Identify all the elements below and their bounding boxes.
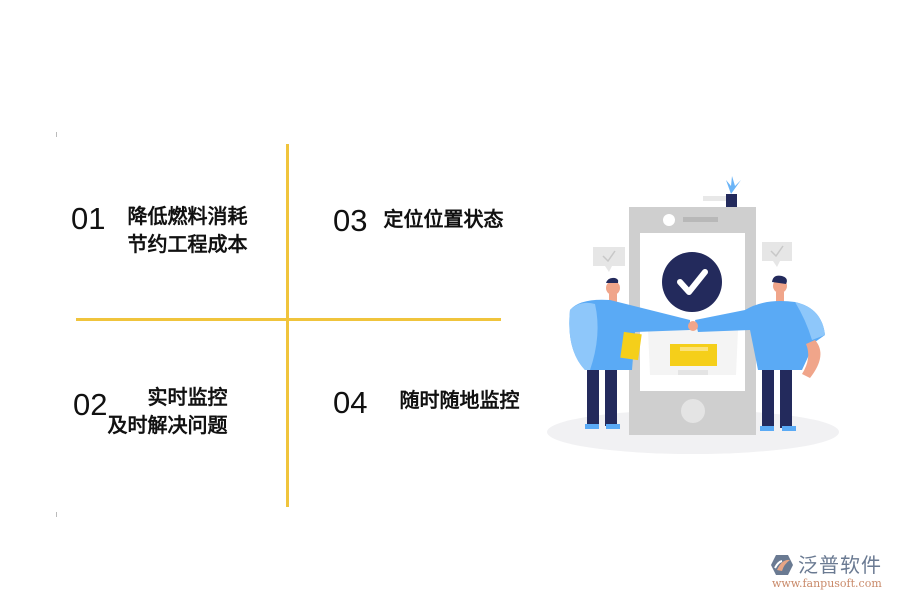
feature-line: 节约工程成本 (127, 232, 248, 256)
feature-02: 02 实时监控 及时解决问题 (73, 383, 228, 439)
feature-label: 随时随地监控 (399, 386, 519, 414)
teamwork-illustration (540, 170, 860, 470)
person-right (688, 275, 825, 431)
feature-04: 04 随时随地监控 (333, 386, 519, 420)
speech-bubble-check-icon (593, 247, 625, 272)
divider-horizontal (76, 318, 501, 321)
edge-mark-bottom (56, 512, 57, 517)
feature-number: 02 (73, 387, 108, 422)
logo-name: 泛普软件 (798, 553, 882, 577)
divider-vertical (286, 144, 289, 507)
speech-bubble-check-icon (762, 242, 792, 267)
plant-icon (703, 176, 741, 207)
feature-03: 03 定位位置状态 (333, 204, 503, 238)
feature-line: 定位位置状态 (383, 207, 504, 231)
check-circle-icon (662, 252, 722, 312)
logo-url[interactable]: www.fanpusoft.com (772, 577, 882, 590)
logo-mark-icon (771, 555, 793, 575)
feature-label: 降低燃料消耗 节约工程成本 (127, 202, 247, 258)
feature-line: 及时解决问题 (107, 413, 228, 437)
feature-line: 降低燃料消耗 (127, 204, 248, 228)
feature-line: 实时监控 (147, 385, 228, 409)
feature-01: 01 降低燃料消耗 节约工程成本 (71, 202, 247, 258)
feature-number: 01 (71, 201, 106, 236)
feature-label: 定位位置状态 (383, 205, 503, 233)
edge-mark-top (56, 132, 57, 137)
feature-number: 03 (333, 203, 368, 238)
feature-number: 04 (333, 385, 368, 420)
person-left (569, 277, 690, 429)
feature-label: 实时监控 及时解决问题 (107, 383, 228, 439)
brand-logo[interactable]: 泛普软件 www.fanpusoft.com (770, 553, 882, 591)
feature-line: 随时随地监控 (399, 388, 520, 412)
